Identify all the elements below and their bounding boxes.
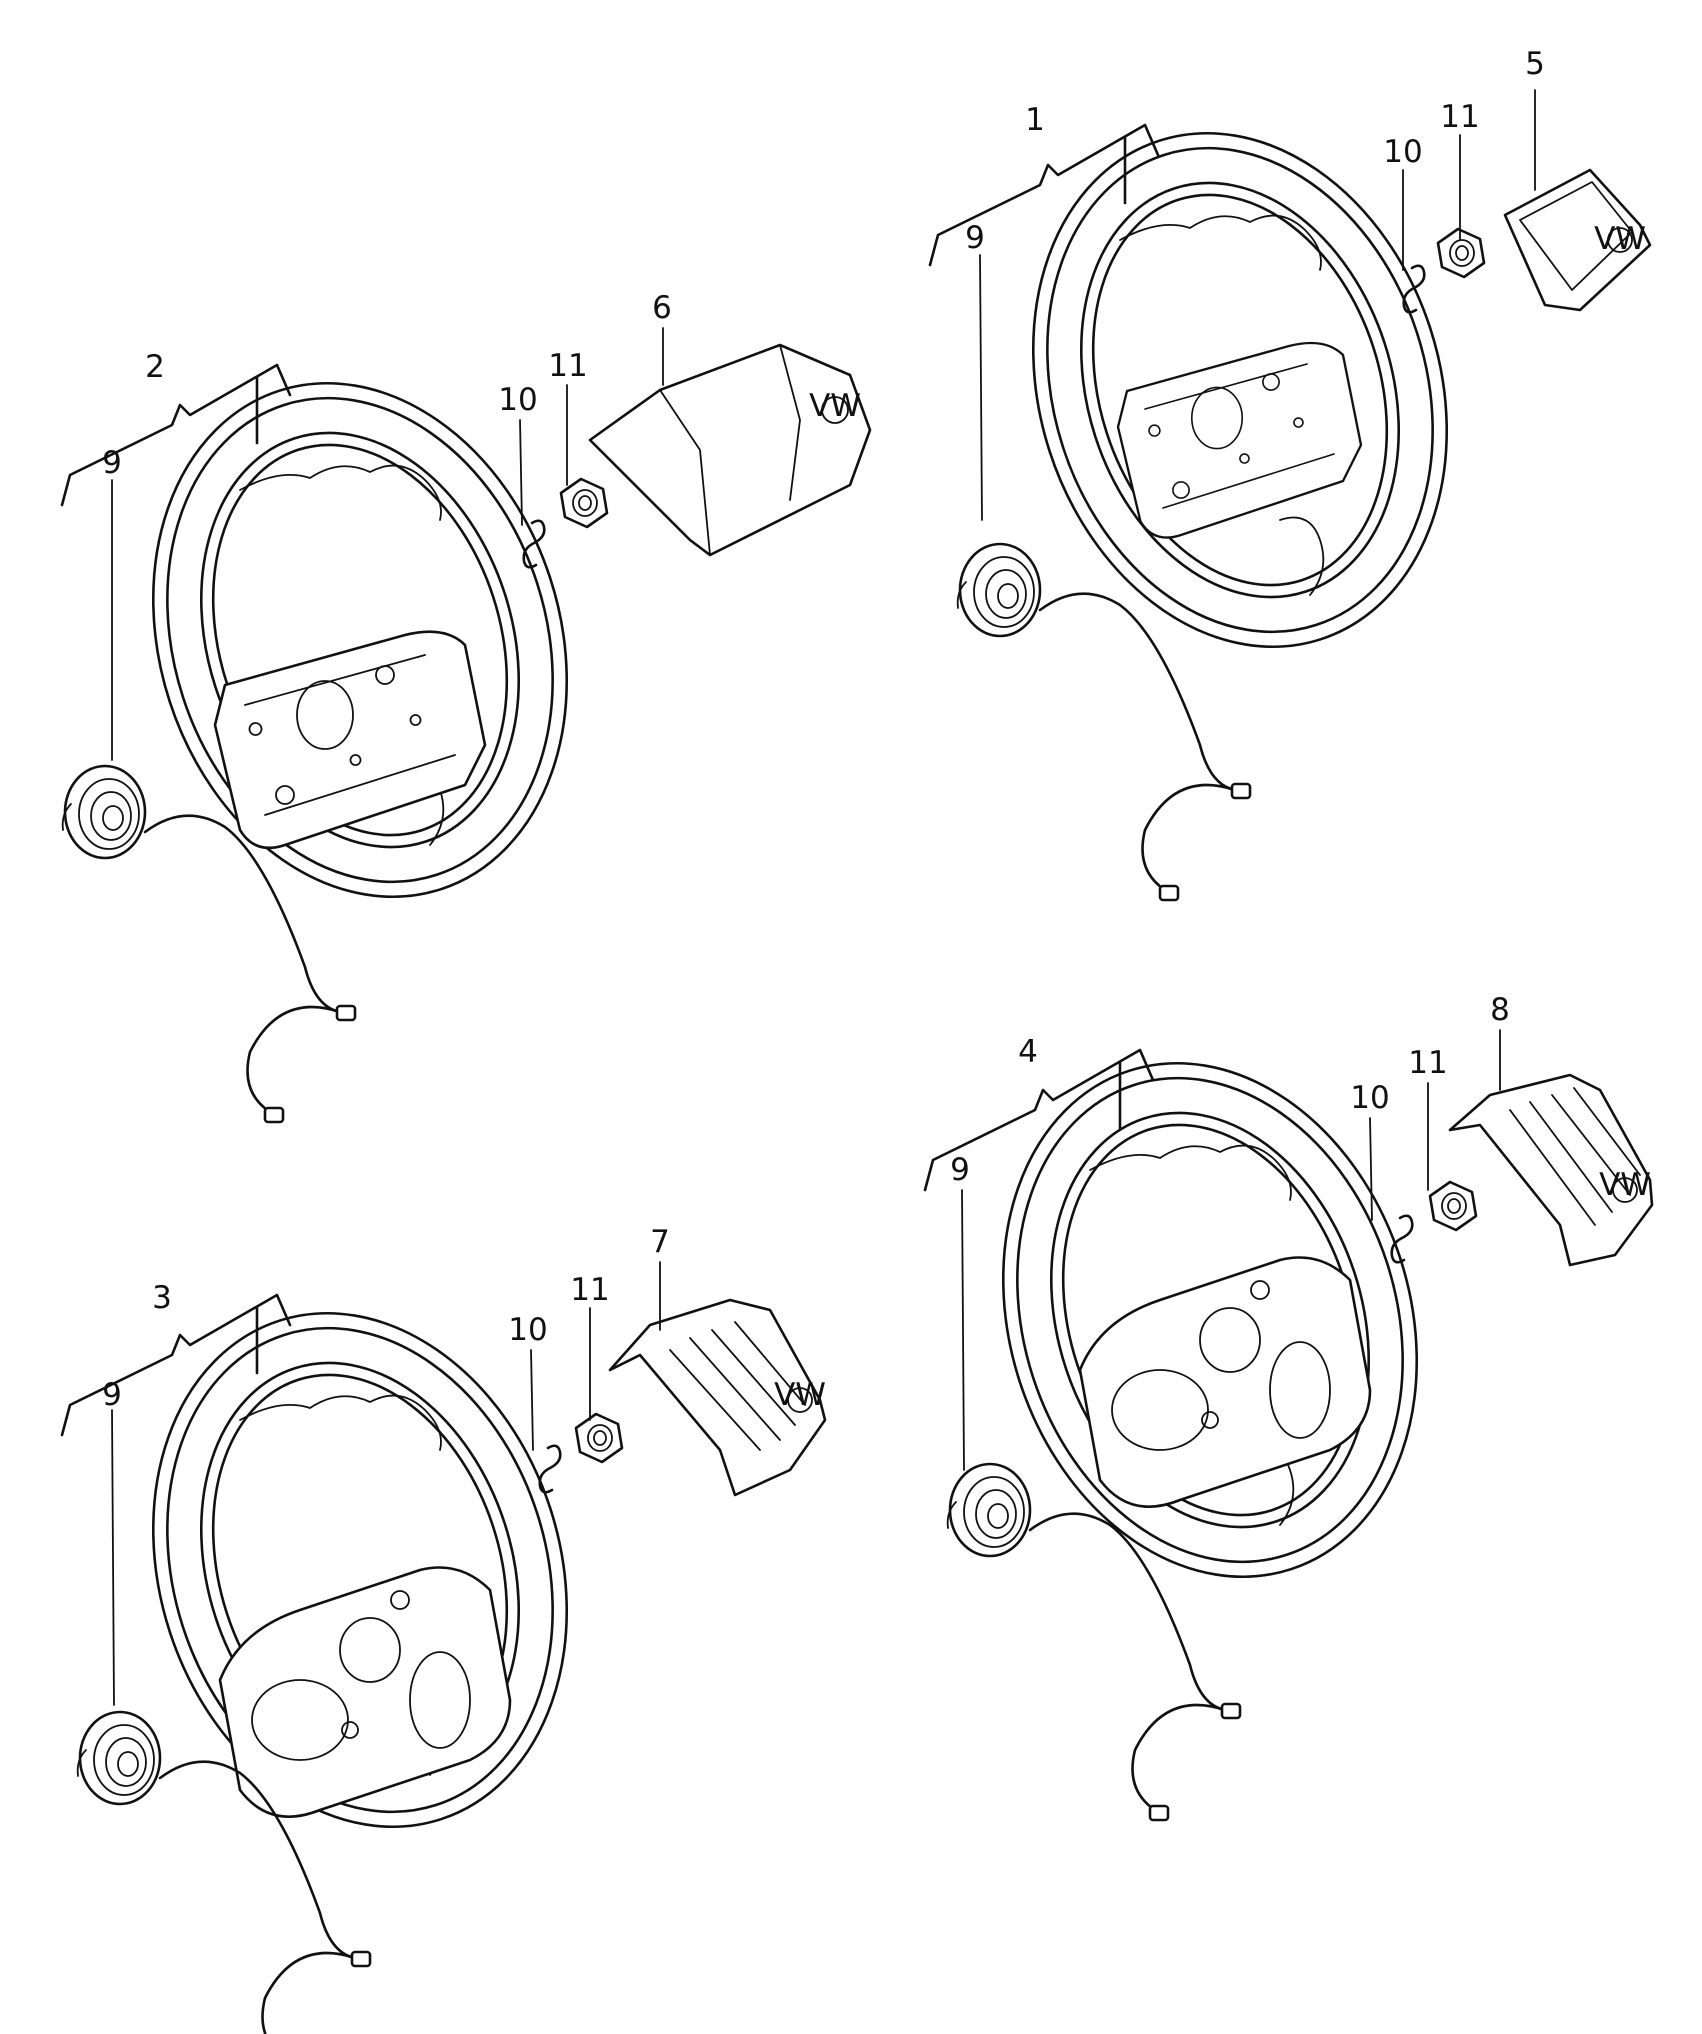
- hex-nut-11-b: [559, 477, 609, 529]
- callout-11-a: 11: [1440, 99, 1479, 135]
- callout-7: 7: [650, 1224, 670, 1260]
- callout-4: 4: [1018, 1034, 1038, 1070]
- callout-10-d: 10: [1350, 1080, 1389, 1116]
- emblem-text-a: VW: [1594, 221, 1646, 257]
- callout-11-b: 11: [548, 348, 587, 384]
- callout-1: 1: [1025, 102, 1045, 138]
- callout-2: 2: [145, 349, 165, 385]
- horn-pad-7: VW: [608, 1298, 827, 1497]
- leader-lines: [111, 89, 1536, 1706]
- callout-11-d: 11: [1408, 1045, 1447, 1081]
- callout-10-a: 10: [1383, 134, 1422, 170]
- hex-nut-11-d: [1428, 1180, 1478, 1232]
- spring-washer-10-d: [1390, 1214, 1414, 1264]
- spring-washer-10-b: [522, 519, 546, 569]
- callout-labels: 1 9 10 11 5 2 9 10 11 6 3 9 10 11 7 4 9 …: [102, 46, 1545, 1413]
- callout-8: 8: [1490, 992, 1510, 1028]
- callout-5: 5: [1525, 46, 1545, 82]
- hex-nut-11-a: [1436, 227, 1486, 279]
- emblem-text-d: VW: [1599, 1167, 1651, 1203]
- horn-pad-5: VW: [1503, 168, 1652, 312]
- callout-10-c: 10: [508, 1312, 547, 1348]
- steering-wheel-2: [60, 327, 633, 953]
- callout-9-a: 9: [965, 220, 985, 256]
- emblem-text-c: VW: [774, 1377, 826, 1413]
- clock-spring-9-a: [956, 542, 1252, 902]
- callout-9-d: 9: [950, 1152, 970, 1188]
- callout-3: 3: [152, 1280, 172, 1316]
- callout-6: 6: [652, 290, 672, 326]
- callout-11-c: 11: [570, 1272, 609, 1308]
- emblem-text-b: VW: [809, 388, 861, 424]
- callout-10-b: 10: [498, 382, 537, 418]
- callout-9-b: 9: [102, 445, 122, 481]
- hex-nut-11-c: [574, 1412, 624, 1464]
- airbag-cover-6: VW: [588, 343, 872, 557]
- horn-pad-8: VW: [1448, 1073, 1654, 1267]
- callout-9-c: 9: [102, 1377, 122, 1413]
